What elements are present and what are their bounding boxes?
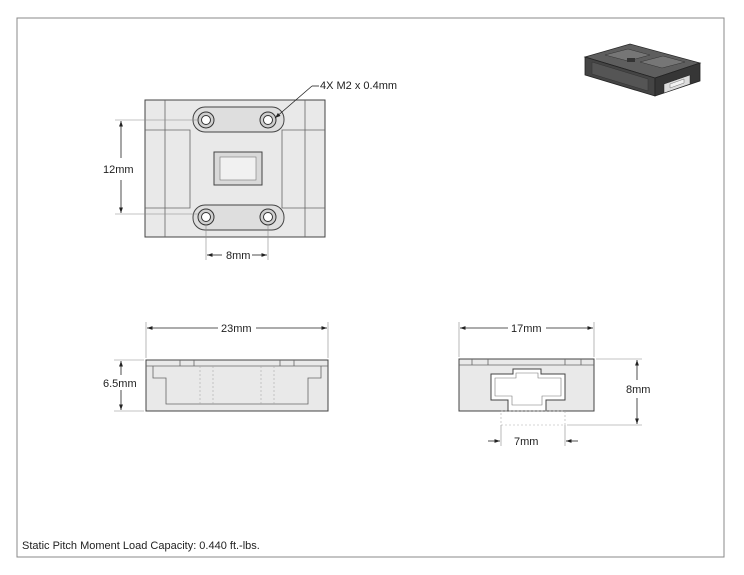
top-view: [144, 99, 326, 238]
sheet-border: [16, 17, 725, 558]
dim-hole-horizontal: 8mm: [205, 225, 269, 262]
mounting-hole: [259, 208, 277, 226]
dim-length: 23mm: [145, 322, 329, 358]
dim-hole-vertical-text: 12mm: [103, 164, 134, 176]
dim-length-text: 23mm: [221, 323, 252, 335]
mounting-hole: [197, 111, 215, 129]
dim-height-text: 6.5mm: [103, 378, 137, 390]
mounting-hole: [197, 208, 215, 226]
dim-rail-width: 7mm: [488, 425, 578, 448]
upper-hole-boss: [192, 106, 285, 133]
isometric-view: [583, 43, 702, 97]
dim-rail-width-text: 7mm: [514, 436, 538, 448]
dim-hole-horizontal-text: 8mm: [226, 250, 250, 262]
dim-end-height-text: 8mm: [626, 384, 650, 396]
dim-hole-vertical: 12mm: [103, 119, 198, 215]
t-slot: [490, 368, 566, 412]
side-view: [145, 359, 329, 412]
rail-phantom: [500, 410, 566, 426]
lower-hole-boss: [192, 204, 285, 231]
hole-callout: 4X M2 x 0.4mm: [274, 80, 397, 119]
dim-width-text: 17mm: [511, 323, 542, 335]
end-view: [458, 358, 595, 426]
dim-end-height: 8mm: [567, 358, 650, 426]
side-view-outline: [145, 359, 329, 412]
mounting-hole: [259, 111, 277, 129]
dim-height: 6.5mm: [103, 359, 144, 412]
dim-width: 17mm: [458, 322, 595, 357]
load-capacity-note: Static Pitch Moment Load Capacity: 0.440…: [22, 540, 260, 552]
hole-callout-text: 4X M2 x 0.4mm: [320, 80, 397, 92]
